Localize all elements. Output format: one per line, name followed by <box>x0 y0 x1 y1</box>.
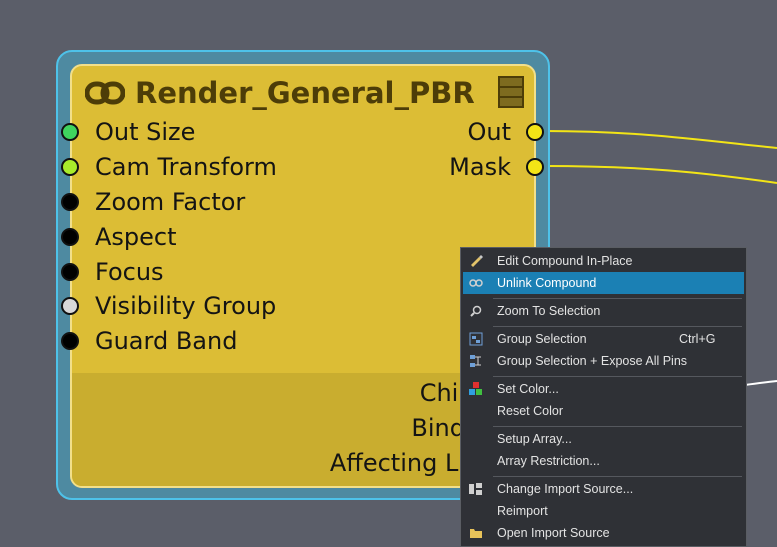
menu-item-label: Group Selection <box>497 332 587 346</box>
menu-item-label: Unlink Compound <box>497 276 597 290</box>
pin-zoom-factor[interactable] <box>61 193 79 211</box>
menu-item-group-selection[interactable]: Group Selection Ctrl+G <box>463 328 744 350</box>
compound-node[interactable] <box>70 64 536 488</box>
wire-mask[interactable] <box>543 165 777 184</box>
menu-separator <box>493 476 742 477</box>
pin-label: Focus <box>95 258 164 286</box>
menu-item-label: Change Import Source... <box>497 482 634 496</box>
menu-item-change-import-source[interactable]: Change Import Source... <box>463 478 744 500</box>
menu-item-label: Open Import Source <box>497 526 610 540</box>
menu-separator <box>493 298 742 299</box>
context-menu: Edit Compound In-Place Unlink Compound Z… <box>460 247 747 547</box>
menu-item-shortcut: Ctrl+G <box>679 332 716 346</box>
menu-item-label: Array Restriction... <box>497 454 600 468</box>
pin-aspect[interactable] <box>61 228 79 246</box>
folder-icon <box>470 529 482 538</box>
pin-label: Mask <box>449 153 511 181</box>
pin-guard-band[interactable] <box>61 332 79 350</box>
menu-separator <box>493 326 742 327</box>
menu-item-label: Group Selection + Expose All Pins <box>497 354 688 368</box>
menu-item-label: Reimport <box>497 504 548 518</box>
link-icon <box>85 81 125 105</box>
menu-item-label: Setup Array... <box>497 432 572 446</box>
magnifier-icon <box>470 305 482 317</box>
group-expose-icon <box>470 355 481 367</box>
menu-item-array-restriction[interactable]: Array Restriction... <box>463 450 744 472</box>
menu-item-label: Reset Color <box>497 404 563 418</box>
pin-out[interactable] <box>526 123 544 141</box>
wire-lower[interactable] <box>744 380 777 386</box>
pencil-icon <box>471 255 483 267</box>
import-icon <box>469 483 482 495</box>
menu-separator <box>493 376 742 377</box>
pin-label: Zoom Factor <box>95 188 246 216</box>
pin-label: Out Size <box>95 118 196 146</box>
pin-label: Guard Band <box>95 327 238 355</box>
menu-item-label: Set Color... <box>497 382 559 396</box>
pin-mask[interactable] <box>526 158 544 176</box>
menu-item-label: Edit Compound In-Place <box>497 254 633 268</box>
pin-label: Aspect <box>95 223 177 251</box>
menu-item-label: Zoom To Selection <box>497 304 601 318</box>
lower-field: Chil <box>419 379 465 407</box>
menu-item-set-color[interactable]: Set Color... <box>463 378 744 400</box>
menu-item-zoom-to-selection[interactable]: Zoom To Selection <box>463 300 744 322</box>
menu-separator <box>493 426 742 427</box>
node-title[interactable]: Render_General_PBR <box>135 76 475 110</box>
unlink-icon <box>469 279 483 287</box>
pin-label: Cam Transform <box>95 153 277 181</box>
menu-item-reimport[interactable]: Reimport <box>463 500 744 522</box>
pin-focus[interactable] <box>61 263 79 281</box>
node-menu-icon[interactable] <box>498 76 524 108</box>
menu-item-group-expose[interactable]: Group Selection + Expose All Pins <box>463 350 744 372</box>
menu-item-setup-array[interactable]: Setup Array... <box>463 428 744 450</box>
wire-out[interactable] <box>543 130 777 149</box>
menu-item-reset-color[interactable]: Reset Color <box>463 400 744 422</box>
lower-field: Bind <box>411 414 465 442</box>
pin-label: Out <box>467 118 511 146</box>
menu-item-edit-compound[interactable]: Edit Compound In-Place <box>463 250 744 272</box>
pin-label: Visibility Group <box>95 292 277 320</box>
pin-visibility-group[interactable] <box>61 297 79 315</box>
group-icon <box>469 332 483 346</box>
menu-item-open-import-source[interactable]: Open Import Source <box>463 522 744 544</box>
lower-field: Affecting Li <box>329 449 465 477</box>
node-lower-panel <box>72 373 534 486</box>
menu-item-unlink-compound[interactable]: Unlink Compound <box>463 272 744 294</box>
pin-out-size[interactable] <box>61 123 79 141</box>
color-icon <box>469 382 482 395</box>
pin-cam-transform[interactable] <box>61 158 79 176</box>
